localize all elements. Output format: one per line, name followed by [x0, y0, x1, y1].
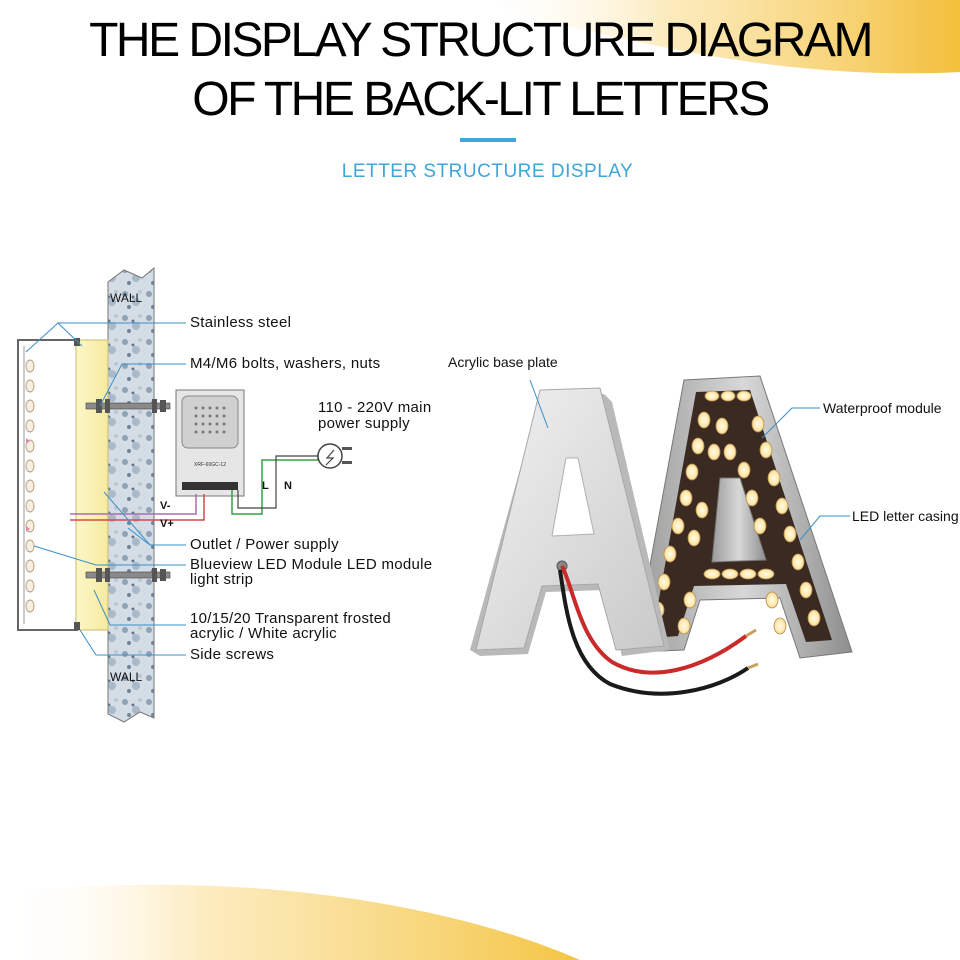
power-supply-box: [175, 389, 245, 497]
label-acrylic-line-2: acrylic / White acrylic: [190, 625, 337, 642]
acrylic-panel: [75, 339, 109, 631]
section-subtitle: LETTER STRUCTURE DISPLAY: [341, 161, 634, 182]
page-title-line-1: THE DISPLAY STRUCTURE DIAGRAM: [89, 14, 873, 67]
label-module-line-2: light strip: [190, 571, 254, 588]
wire-purple: [70, 494, 197, 515]
bottom-left-swoosh: [0, 884, 580, 960]
label-acrylic-base-plate: Acrylic base plate: [448, 354, 558, 370]
v-minus-label: V-: [160, 500, 171, 512]
acrylic-letter: [470, 387, 670, 656]
waterproof-led-modules: [651, 390, 821, 635]
label-power-line-2: power supply: [318, 415, 410, 432]
led-letter-casing: [633, 375, 853, 659]
red-wire: [560, 565, 748, 675]
label-stainless-steel: Stainless steel: [190, 314, 292, 331]
label-led-letter-casing: LED letter casing: [852, 508, 959, 524]
right-leader-lines: [529, 379, 850, 541]
wire-black: [237, 455, 330, 509]
black-wire: [558, 569, 750, 696]
psu-model-label: XRF-60GC-12: [194, 462, 226, 468]
label-waterproof-module: Waterproof module: [823, 400, 942, 416]
wall-label-bottom: WALL: [110, 670, 143, 684]
label-module-line-1: Blueview LED Module LED module: [190, 556, 433, 573]
wall: [107, 266, 155, 723]
stainless-casing: [17, 339, 78, 631]
label-side-screws: Side screws: [190, 646, 275, 663]
bolt-upper: [85, 399, 171, 413]
v-plus-label: V+: [160, 518, 174, 530]
power-plug-icon: [317, 443, 352, 469]
label-outlet: Outlet / Power supply: [190, 536, 339, 553]
wire-red: [70, 494, 205, 521]
page-title-line-2: OF THE BACK-LIT LETTERS: [192, 73, 770, 126]
label-power-line-1: 110 - 220V main: [318, 399, 432, 416]
l-label: L: [262, 480, 269, 492]
bolt-lower: [85, 568, 171, 582]
title-accent-bar: [460, 138, 516, 142]
left-leader-lines: [25, 322, 186, 656]
label-acrylic-line-1: 10/15/20 Transparent frosted: [190, 610, 392, 627]
n-label: N: [284, 480, 292, 492]
label-bolts: M4/M6 bolts, washers, nuts: [190, 355, 381, 372]
top-right-swoosh: [470, 0, 960, 74]
wall-label-top: WALL: [110, 291, 143, 305]
